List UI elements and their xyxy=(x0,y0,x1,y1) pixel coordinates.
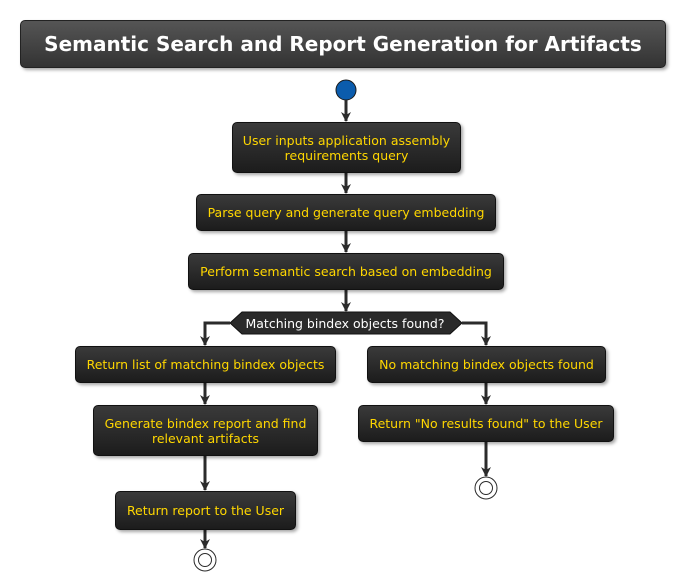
diagram-title: Semantic Search and Report Generation fo… xyxy=(20,20,666,68)
node-return-list: Return list of matching bindex objects xyxy=(75,346,336,383)
node-parse-query: Parse query and generate query embedding xyxy=(196,194,496,231)
end-node-left xyxy=(193,548,217,572)
node-no-results: Return "No results found" to the User xyxy=(358,405,614,442)
end-node-right xyxy=(474,476,498,500)
decision-label: Matching bindex objects found? xyxy=(245,315,445,331)
arrow-decision-to-right xyxy=(462,321,491,346)
arrow-decision-to-left xyxy=(200,321,230,346)
node-return-report: Return report to the User xyxy=(115,491,296,530)
node-semantic-search: Perform semantic search based on embeddi… xyxy=(188,253,504,290)
node-generate-report: Generate bindex report and find relevant… xyxy=(93,405,318,456)
start-node xyxy=(335,79,357,101)
node-user-input: User inputs application assembly require… xyxy=(232,122,461,173)
node-no-match: No matching bindex objects found xyxy=(367,346,606,383)
